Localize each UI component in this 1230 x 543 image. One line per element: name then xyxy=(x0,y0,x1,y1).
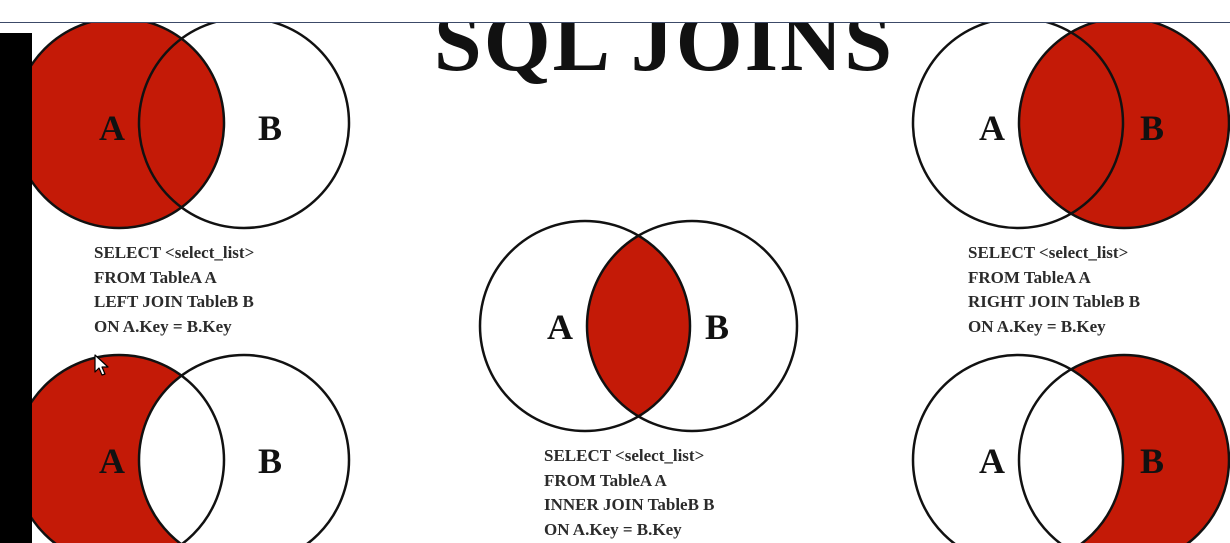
circle-a-outline xyxy=(911,353,1125,543)
sql-right-join: SELECT <select_list> FROM TableA A RIGHT… xyxy=(968,241,1140,339)
label-a: A xyxy=(99,108,125,148)
circle-b xyxy=(1019,355,1229,543)
label-b: B xyxy=(1140,108,1164,148)
left-black-bar xyxy=(0,33,32,543)
label-b: B xyxy=(258,441,282,481)
sql-line: FROM TableA A xyxy=(94,267,217,287)
label-b: B xyxy=(1140,441,1164,481)
sql-line: ON A.Key = B.Key xyxy=(968,316,1106,336)
venn-left-excluding: A B xyxy=(32,353,351,543)
label-a: A xyxy=(547,307,573,347)
venn-left-join: A B xyxy=(32,23,351,230)
circle-b-outline xyxy=(585,219,799,433)
mouse-pointer-icon xyxy=(94,354,109,376)
venn-inner-join: A B xyxy=(478,219,799,433)
label-a: A xyxy=(979,108,1005,148)
sql-line: ON A.Key = B.Key xyxy=(94,316,232,336)
sql-left-join: SELECT <select_list> FROM TableA A LEFT … xyxy=(94,241,254,339)
page-title: SQL JOINS xyxy=(433,23,895,89)
sql-line: INNER JOIN TableB B xyxy=(544,495,715,514)
label-a: A xyxy=(99,441,125,481)
circle-a-outline xyxy=(478,219,692,433)
sql-line: FROM TableA A xyxy=(544,470,667,490)
circle-b-outline xyxy=(1017,353,1230,543)
circle-a-outline xyxy=(32,23,226,230)
sql-line: LEFT JOIN TableB B xyxy=(94,292,254,311)
sql-line: RIGHT JOIN TableB B xyxy=(968,292,1141,311)
venn-right-join: A B xyxy=(911,23,1230,230)
circle-a-outline xyxy=(911,23,1125,230)
sql-line: ON A.Key = B.Key xyxy=(544,519,682,539)
sql-line: FROM TableA A xyxy=(968,267,1091,287)
circle-b-outline xyxy=(137,23,351,230)
circle-a xyxy=(32,355,224,543)
label-b: B xyxy=(705,307,729,347)
label-a: A xyxy=(979,441,1005,481)
venn-right-excluding: A B xyxy=(911,353,1230,543)
label-b: B xyxy=(258,108,282,148)
circle-b-outline xyxy=(1017,23,1230,230)
sql-inner-join: SELECT <select_list> FROM TableA A INNER… xyxy=(544,444,715,542)
sql-line: SELECT <select_list> xyxy=(968,243,1129,262)
sql-line: SELECT <select_list> xyxy=(94,243,255,262)
sql-line: SELECT <select_list> xyxy=(544,446,705,465)
circle-a xyxy=(32,23,224,228)
window-top-bar xyxy=(0,0,1230,23)
circle-b-outline xyxy=(137,353,351,543)
circle-a-outline xyxy=(32,353,226,543)
slide-area: SQL JOINS A B SELECT <select_list> FROM … xyxy=(32,23,1230,543)
intersection-fill xyxy=(587,221,690,431)
